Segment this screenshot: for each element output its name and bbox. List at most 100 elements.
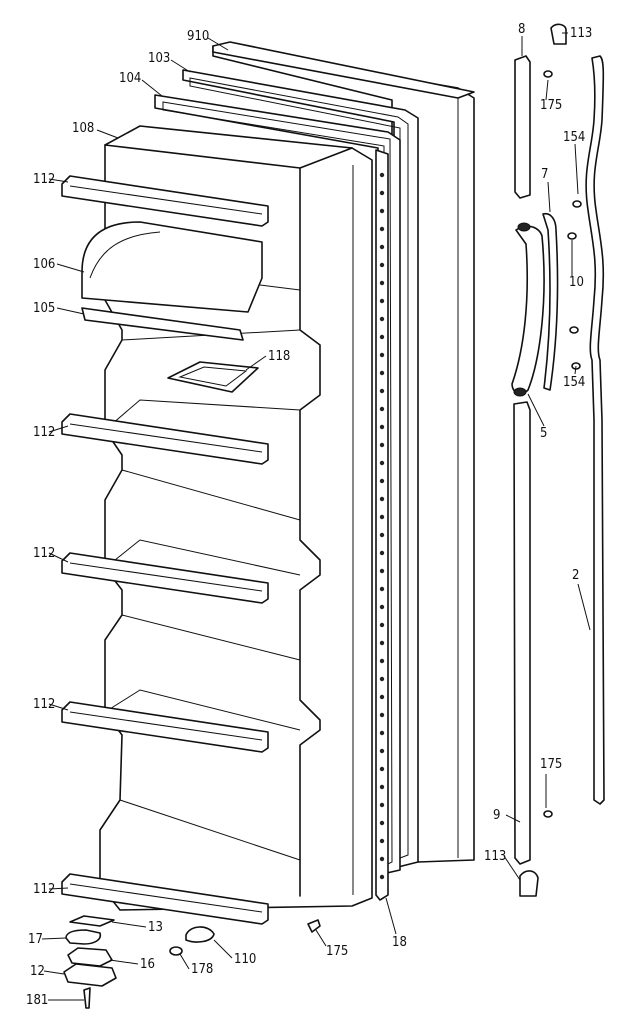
door-stop-leader (213, 939, 233, 959)
trim-hole (379, 874, 385, 880)
door-liner-leader (96, 129, 119, 139)
liner-trim-drawing (375, 149, 389, 901)
shelf-bar-callout: 112 (33, 425, 55, 440)
liner-trim-leader (385, 897, 397, 935)
stop-screw-leader (179, 953, 190, 970)
trim-hole (379, 226, 385, 232)
trim-hole (379, 244, 385, 250)
hinge-screw-callout: 181 (26, 993, 48, 1008)
trim-hole (379, 208, 385, 214)
shelf-bar-leader (48, 887, 69, 890)
screw-glyph (543, 70, 553, 78)
trim-hole (379, 460, 385, 466)
trim-hole (379, 640, 385, 646)
trim-hole (379, 172, 385, 178)
trim-hole (379, 514, 385, 520)
stop-screw-callout: 178 (191, 962, 213, 977)
screw-glyph (572, 200, 582, 208)
trim-hole (379, 424, 385, 430)
hinge-plate-leader (109, 959, 139, 965)
shelf-bars-drawing (61, 175, 269, 925)
trim-hole (379, 532, 385, 538)
screw-shape (307, 919, 321, 933)
trim-hole (379, 298, 385, 304)
trim-hole (379, 496, 385, 502)
trim-hole (379, 802, 385, 808)
trim-hole (379, 748, 385, 754)
screw-leader (574, 365, 577, 375)
trim-hole (379, 316, 385, 322)
trim-hole (379, 406, 385, 412)
upper-handle-trim-callout: 8 (518, 22, 525, 37)
shelf-bar-callout: 112 (33, 882, 55, 897)
upper-handle-trim-shape (514, 55, 531, 199)
trim-hole (379, 856, 385, 862)
dairy-door-drawing (81, 221, 263, 313)
egg-tray-callout: 118 (268, 349, 290, 364)
screw-leader (574, 143, 579, 195)
lower-handle-trim-leader (505, 814, 521, 823)
screw-callout: 175 (326, 944, 348, 959)
end-cap-top-shape (550, 23, 567, 45)
end-cap-bottom-shape (519, 870, 539, 897)
hinge-leader (43, 970, 65, 975)
trim-hole (379, 820, 385, 826)
end-cap-callout: 113 (570, 26, 592, 41)
trim-hole (379, 712, 385, 718)
hinge-bushing-callout: 17 (28, 932, 43, 947)
trim-hole (379, 334, 385, 340)
door-trim-shape (585, 55, 605, 805)
door-gasket-callout: 103 (148, 51, 170, 66)
stop-screw-shape (169, 946, 183, 956)
hinge-bushing-shape (65, 929, 102, 945)
handle-leader (527, 393, 545, 427)
dairy-door-leader (56, 263, 85, 273)
leader-lines (41, 32, 591, 1001)
door-stop-callout: 110 (234, 952, 256, 967)
hinge-plate-callout: 16 (140, 957, 155, 972)
dairy-door-callout: 106 (33, 257, 55, 272)
screw-callout: 175 (540, 98, 562, 113)
trim-hole (379, 622, 385, 628)
trim-hole (379, 388, 385, 394)
screw-glyph (543, 810, 553, 818)
trim-hole (379, 766, 385, 772)
breaker-strip-leader (141, 79, 163, 97)
door-liner-callout: 108 (72, 121, 94, 136)
lower-handle-trim-callout: 9 (493, 808, 500, 823)
handle-insert-shape (542, 212, 559, 391)
screw-glyphs (543, 70, 582, 818)
handle-shape (511, 225, 545, 395)
trim-hole (379, 478, 385, 484)
door-trim-callout: 2 (572, 568, 579, 583)
dairy-rail-callout: 105 (33, 301, 55, 316)
trim-hole (379, 280, 385, 286)
hinge-shim-callout: 13 (148, 920, 163, 935)
handle-insert-leader (547, 181, 551, 213)
shelf-bar-callout: 112 (33, 697, 55, 712)
end-cap-leader (503, 855, 521, 881)
hinge-shim-leader (111, 921, 147, 928)
handle-assembly-drawing (511, 23, 605, 897)
trim-hole (379, 784, 385, 790)
screw-glyph (569, 326, 579, 334)
trim-hole (379, 352, 385, 358)
hinge-bushing-leader (41, 937, 67, 940)
screw-glyph (567, 232, 577, 240)
trim-hole (379, 658, 385, 664)
shelf-bar-callout: 112 (33, 546, 55, 561)
dairy-rail-drawing (81, 307, 244, 341)
trim-hole (379, 838, 385, 844)
shelf-bar-callout: 112 (33, 172, 55, 187)
hinge-shim-shape (69, 915, 115, 927)
trim-hole (379, 694, 385, 700)
handle-callout: 5 (540, 426, 547, 441)
shelf-bar-leader (48, 178, 69, 183)
screw-leader (545, 79, 549, 101)
trim-hole (379, 730, 385, 736)
hinge-callout: 12 (30, 964, 45, 979)
door-panel-leader (207, 37, 229, 51)
dairy-rail-leader (56, 307, 85, 315)
shelf-bar-leader (48, 425, 69, 433)
